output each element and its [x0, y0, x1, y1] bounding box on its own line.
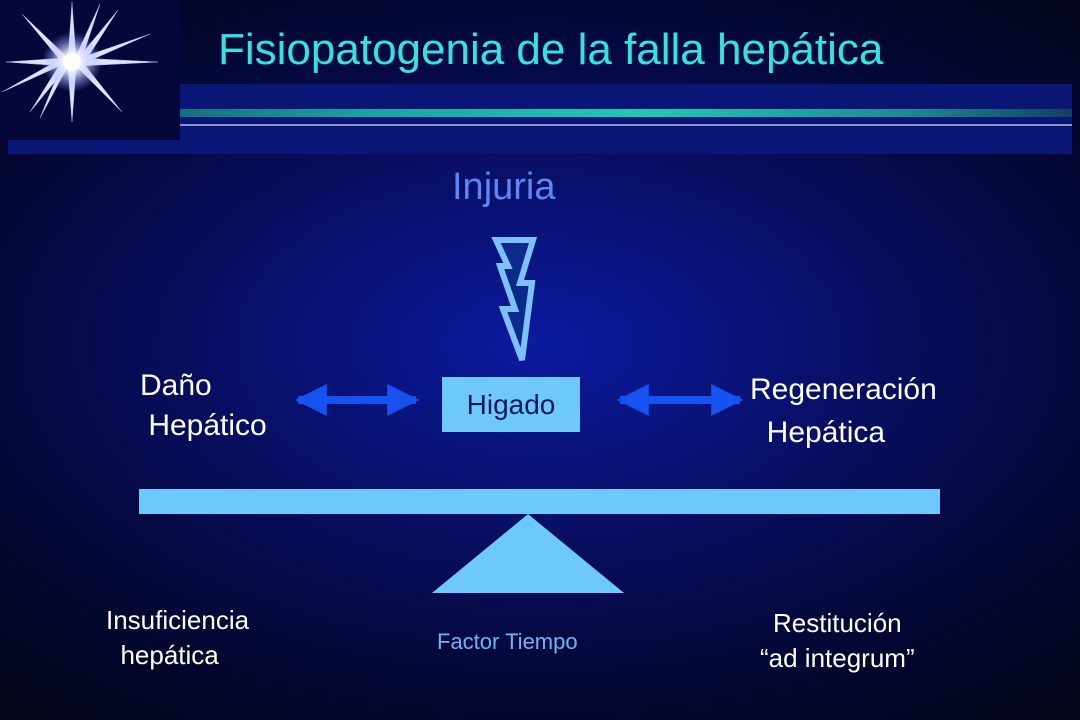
- header-rule-teal: [8, 109, 1072, 117]
- injury-label: Injuria: [452, 166, 556, 208]
- balance-beam: [139, 489, 940, 514]
- liver-regeneration-label: Regeneración Hepática: [750, 373, 937, 449]
- liver-box: Higado: [442, 377, 580, 432]
- header-band: [8, 84, 1072, 154]
- liver-damage-label: Daño Hepático: [140, 369, 267, 442]
- restitution-outcome: Restitución “ad integrum”: [760, 608, 915, 673]
- liver-failure-outcome: Insuficiencia hepática: [106, 605, 250, 670]
- starburst-icon: [0, 0, 180, 140]
- lightning-bolt-icon: [491, 237, 538, 362]
- balance-fulcrum: [432, 514, 624, 593]
- slide-title: Fisiopatogenia de la falla hepática: [218, 25, 884, 74]
- liver-label: Higado: [466, 389, 556, 420]
- time-factor-label: Factor Tiempo: [437, 629, 578, 654]
- header-rule-thin: [8, 124, 1072, 126]
